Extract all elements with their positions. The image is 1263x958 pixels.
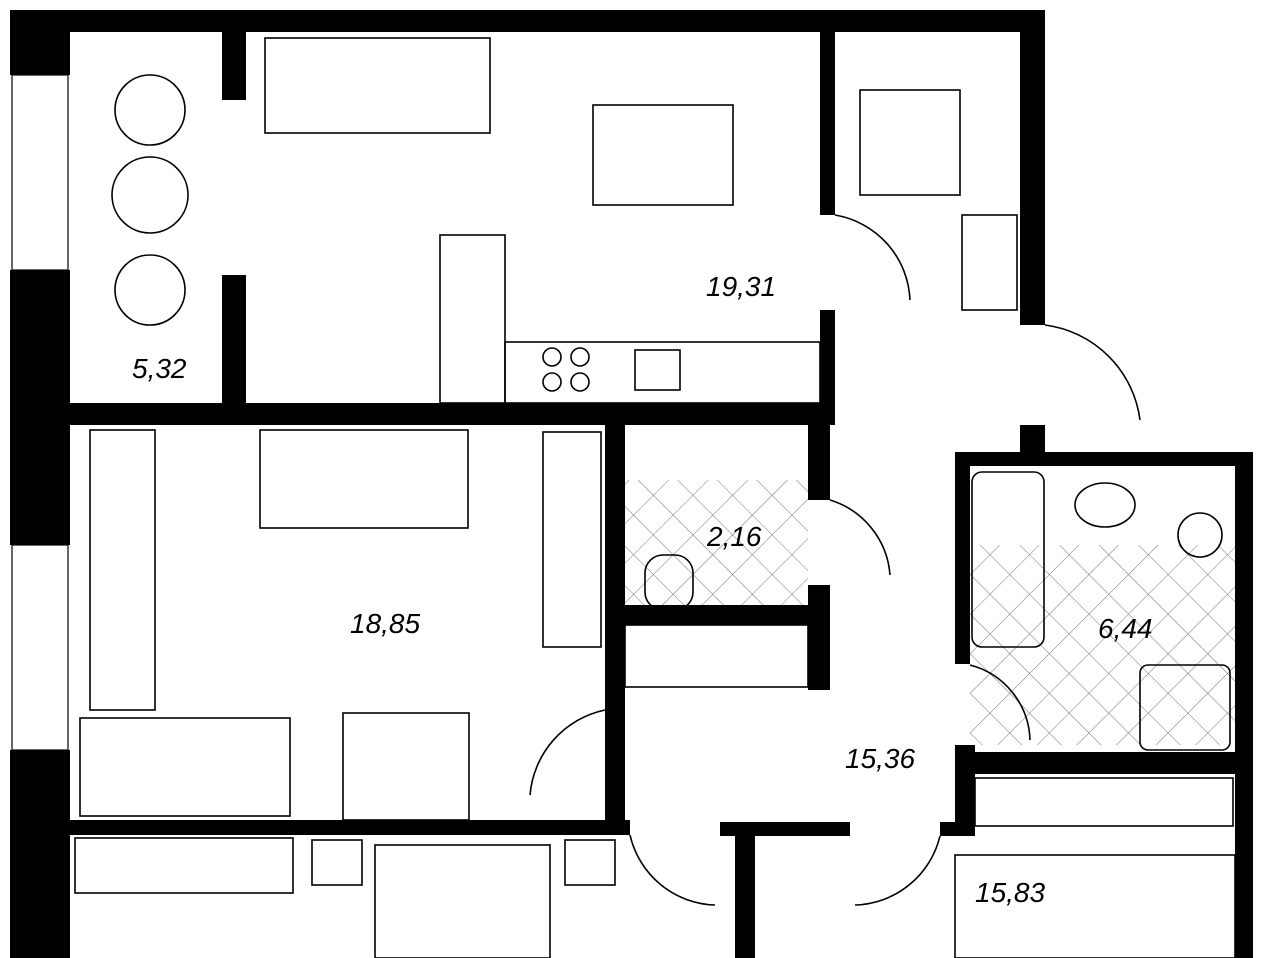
shelf-icon	[624, 624, 809, 688]
washbasin-icon	[1074, 482, 1136, 528]
dresser-icon	[342, 712, 470, 821]
desk-icon	[439, 234, 506, 404]
door-swing-icon	[834, 214, 911, 301]
sink-icon	[634, 349, 681, 391]
furniture	[74, 37, 1236, 958]
area-label-hallway: 15,36	[845, 743, 915, 774]
washing-machine-icon	[1177, 512, 1223, 558]
area-label-bedroom: 15,83	[975, 877, 1045, 908]
plant-icon	[114, 74, 186, 146]
radiator-icon	[961, 214, 1018, 311]
area-label-kitchen-living: 19,31	[706, 271, 776, 302]
toilet-icon	[644, 554, 694, 611]
desk-icon	[89, 429, 156, 711]
area-label-balcony: 5,32	[132, 353, 187, 384]
area-label-toilet: 2,16	[706, 521, 762, 552]
kitchen-counter-icon	[504, 341, 821, 404]
sofa-icon	[264, 37, 491, 134]
window-balcony	[11, 74, 69, 271]
area-label-bathroom: 6,44	[1098, 613, 1153, 644]
bathtub-icon	[971, 471, 1045, 648]
toilet-tile-floor	[625, 480, 808, 610]
wardrobe-icon	[974, 777, 1234, 827]
bed-icon	[374, 844, 551, 958]
walls	[10, 10, 1253, 958]
wardrobe-icon	[542, 431, 602, 648]
window-children-room	[11, 544, 69, 751]
closet-icon	[859, 89, 961, 196]
bathroom-tile-floor	[970, 545, 1235, 745]
bed-icon	[259, 429, 469, 529]
wardrobe-icon	[74, 837, 294, 894]
dining-table-icon	[592, 104, 734, 206]
bed-icon	[79, 717, 291, 817]
area-label-children-room: 18,85	[350, 608, 420, 639]
shower-icon	[1139, 664, 1231, 751]
